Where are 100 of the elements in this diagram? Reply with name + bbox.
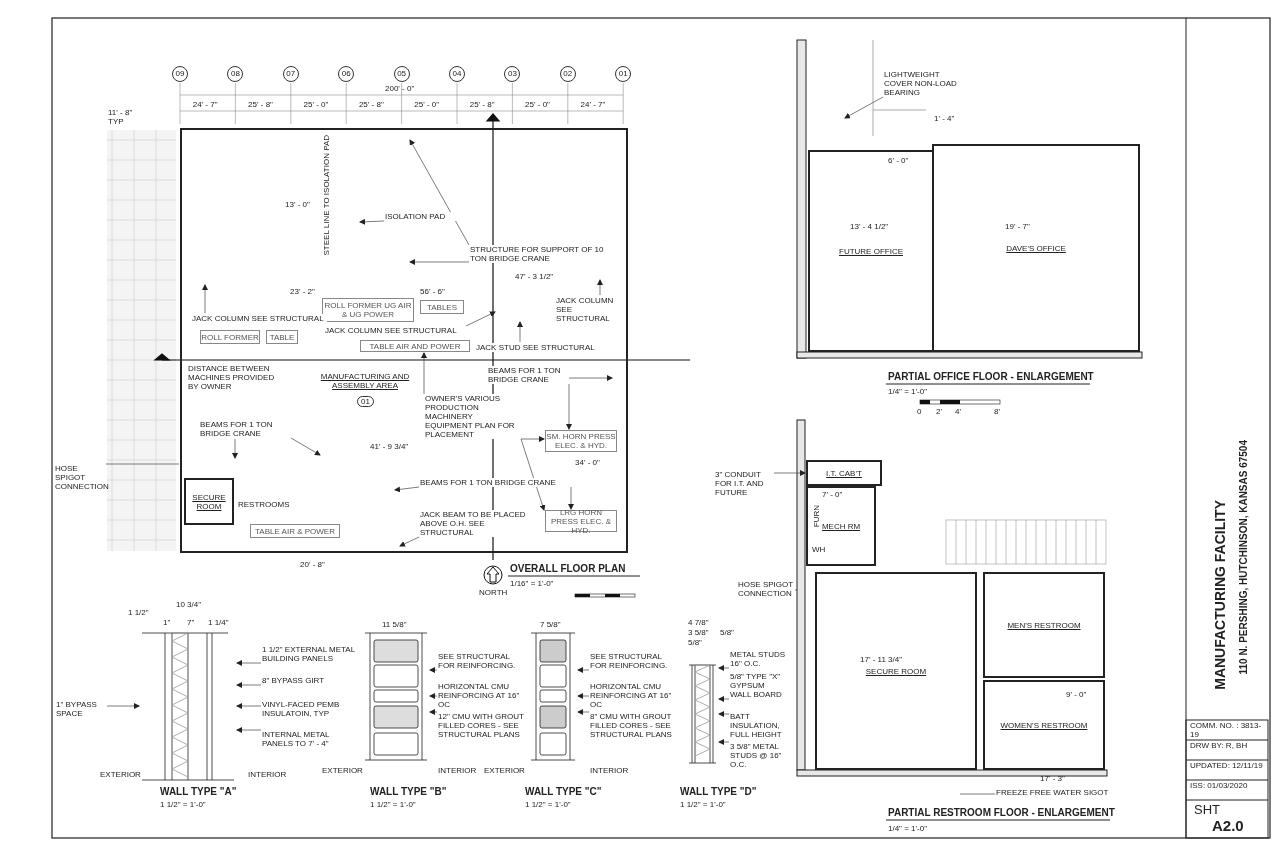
dimension-text: 20' - 8"	[300, 560, 325, 569]
note-text: WH	[812, 545, 826, 554]
note-text: NORTH	[479, 588, 508, 597]
grid-bubble: 02	[559, 66, 576, 82]
dimension-text: 1 1/2" = 1'-0"	[370, 800, 416, 809]
equipment-box	[250, 524, 340, 538]
note-text: JACK COLUMN SEE STRUCTURAL	[192, 314, 327, 323]
equipment-box	[420, 300, 464, 314]
room-outline	[815, 572, 977, 770]
note-text: INTERIOR	[248, 770, 287, 779]
room-outline	[932, 144, 1140, 352]
grid-bubble: 09	[172, 66, 188, 82]
wall-section-drawing	[140, 630, 236, 782]
view-title: WALL TYPE "C"	[525, 786, 602, 797]
title-block-field: DRW BY: R, BH	[1190, 741, 1266, 750]
dimension-text: 4 7/8"	[688, 618, 709, 627]
dimension-text: 25' - 8"	[358, 100, 384, 109]
dimension-text: 5/8"	[688, 638, 702, 647]
room-outline	[983, 680, 1105, 770]
dimension-text: 13' - 4 1/2"	[850, 222, 889, 231]
dimension-text: 19' - 7"	[1005, 222, 1030, 231]
dimension-text: 5/8"	[720, 628, 734, 637]
dimension-text: 1 1/2" = 1'-0"	[680, 800, 726, 809]
dimension-text: 2'	[936, 407, 942, 416]
equipment-label: TABLE AIR AND POWER	[369, 341, 461, 351]
leader-line	[959, 793, 996, 795]
dimension-text: 0	[917, 407, 922, 416]
note-text: EXTERIOR	[322, 766, 363, 775]
dimension-text: 4'	[955, 407, 961, 416]
dimension-text: 25' - 8"	[469, 100, 495, 109]
note-text: EXTERIOR	[484, 766, 525, 775]
project-address: 110 N. PERSHING, HUTCHINSON, KANSAS 67504	[1238, 440, 1249, 675]
wall-section-drawing	[363, 630, 429, 762]
dimension-text: 24' - 7"	[580, 100, 606, 109]
wall-section-drawing	[529, 630, 577, 762]
grid-bubble: 04	[449, 66, 465, 82]
view-title: WALL TYPE "D"	[680, 786, 757, 797]
building-outline	[180, 128, 628, 553]
equipment-label: TABLES	[426, 302, 458, 312]
grid-bubble: 06	[338, 66, 355, 82]
dimension-text: FURN	[812, 505, 821, 528]
room-label: MANUFACTURING AND ASSEMBLY AREA	[320, 372, 410, 390]
grid-bubble: 01	[615, 66, 632, 82]
title-block-field: COMM. NO. : 3813-19	[1190, 721, 1266, 739]
note-text: 12" CMU WITH GROUT FILLED CORES - SEE STRUCTURAL PLANS	[438, 712, 524, 739]
equipment-label: SM. HORN PRESS ELEC. & HYD.	[546, 432, 616, 450]
dimension-text: 17' - 11 3/4"	[860, 655, 903, 664]
note-text: RESTROOMS	[238, 500, 290, 509]
dimension-text: 1/4" = 1'-0"	[888, 387, 927, 396]
title-block-field: UPDATED: 12/11/19	[1190, 761, 1266, 770]
note-text: INTERIOR	[438, 766, 477, 775]
dimension-text: 1/4" = 1'-0"	[888, 824, 927, 833]
room-label: SECURE ROOM	[865, 666, 927, 676]
dimension-text: 13' - 0"	[285, 200, 310, 209]
dimension-text: STEEL LINE TO ISOLATION PAD	[322, 135, 331, 256]
dimension-text: 17' - 3"	[1040, 774, 1065, 783]
equipment-label: TABLE AIR & POWER	[255, 526, 335, 536]
dimension-text: 25' - 8"	[248, 100, 273, 109]
dimension-text: 1/16" = 1'-0"	[510, 579, 554, 588]
dimension-text: 25' - 0"	[414, 100, 440, 109]
dimension-text: 200' - 0"	[385, 84, 415, 93]
equipment-label: ROLL FORMER UG AIR & UG POWER	[324, 301, 413, 319]
dimension-text: 9' - 0"	[1066, 690, 1087, 699]
wall-section-drawing	[687, 662, 718, 766]
room-label: MECH RM	[821, 521, 861, 531]
room-outline	[983, 572, 1105, 678]
dimension-text: 34' - 0"	[575, 458, 600, 467]
dimension-text: 8'	[994, 407, 1000, 416]
room-label: FUTURE OFFICE	[839, 246, 903, 256]
room-label: WOMEN'S RESTROOM	[1000, 720, 1088, 730]
grid-bubble: 07	[282, 66, 299, 82]
dimension-text: 56' - 6"	[420, 287, 445, 296]
room-label: SECURE ROOM	[191, 492, 227, 511]
leader-line	[429, 693, 438, 699]
equipment-box	[360, 340, 470, 352]
dimension-text: 25' - 0"	[303, 100, 329, 109]
dimension-text: 7' - 0"	[822, 490, 843, 499]
dimension-text: 25' - 0"	[525, 100, 550, 109]
dimension-text: 3 5/8"	[688, 628, 709, 637]
note-text: 1 1/2" EXTERNAL METAL BUILDING PANELS	[262, 645, 358, 663]
room-outline	[184, 478, 234, 525]
dimension-text: 24' - 7"	[192, 100, 218, 109]
dimension-text: 10 3/4"	[176, 600, 202, 609]
room-label: MEN'S RESTROOM	[1007, 620, 1081, 630]
dimension-text: 11' - 8" TYP	[108, 108, 134, 126]
sheet-number: A2.0	[1212, 818, 1244, 834]
view-title: PARTIAL OFFICE FLOOR - ENLARGEMENT	[888, 371, 1094, 382]
room-label: DAVE'S OFFICE	[1006, 243, 1066, 253]
sheet-label: SHT	[1194, 803, 1220, 817]
view-title: PARTIAL RESTROOM FLOOR - ENLARGEMENT	[888, 807, 1115, 818]
view-title: WALL TYPE "B"	[370, 786, 447, 797]
view-title: OVERALL FLOOR PLAN	[510, 563, 626, 574]
title-block-field: ISS: 01/03/2020	[1190, 781, 1266, 790]
leader-line	[105, 463, 180, 465]
dimension-text: 23' - 2"	[290, 287, 315, 296]
note-text: INTERIOR	[590, 766, 629, 775]
equipment-label: TABLE	[269, 332, 295, 342]
room-outline	[806, 486, 876, 566]
note-text: DISTANCE BETWEEN MACHINES PROVIDED BY OWNER	[188, 364, 276, 391]
leader-line	[429, 667, 438, 673]
